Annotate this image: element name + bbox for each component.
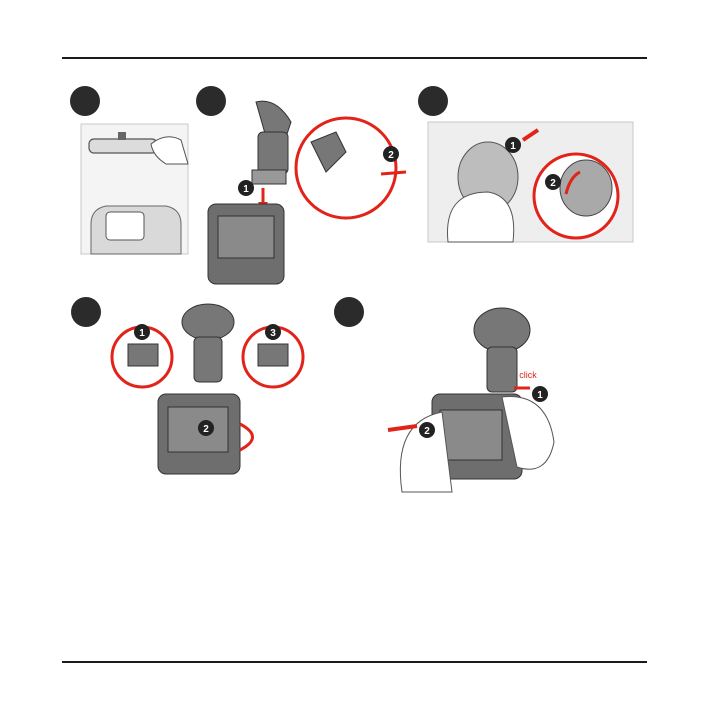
click-label: click: [519, 370, 537, 380]
callout-2-label: 2: [424, 426, 430, 437]
dashcam-screen: [440, 410, 502, 460]
suction-mount-illustration: [487, 347, 517, 392]
mirror-illustration: [89, 139, 157, 153]
dash-screen: [106, 212, 144, 240]
step-2-illustration: 1 2: [196, 92, 411, 282]
callout-2-label: 2: [550, 178, 556, 189]
callout-2-label: 2: [203, 424, 209, 435]
step-marker-3: [418, 86, 448, 116]
knob-detail-left: [128, 344, 158, 366]
dashcam-screen: [168, 407, 228, 452]
bottom-rule: [62, 661, 647, 663]
suction-cup: [182, 304, 234, 340]
step-marker-1: [70, 86, 100, 116]
rotate-arrow-icon: [240, 424, 253, 450]
zoom-circle: [296, 118, 396, 218]
knob-detail-right: [258, 344, 288, 366]
callout-1-label: 1: [139, 328, 145, 339]
suction-mount-illustration: [258, 132, 288, 174]
step-1-illustration: [81, 124, 188, 254]
mount-nut: [252, 170, 286, 184]
top-rule: [62, 57, 647, 59]
step-3-illustration: 1 2: [428, 122, 633, 242]
step-marker-5: [334, 297, 364, 327]
suction-cup: [474, 308, 530, 352]
callout-1-label: 1: [243, 184, 249, 195]
zoom-arrow-icon: [381, 172, 406, 174]
dashcam-screen: [218, 216, 274, 258]
step-5-illustration: click 1 2: [382, 302, 560, 492]
step-4-illustration: 1 3 2: [110, 302, 305, 482]
callout-2-label: 2: [388, 150, 394, 161]
suction-mount-illustration: [194, 337, 222, 382]
callout-1-label: 1: [510, 141, 516, 152]
mirror-mount: [118, 132, 126, 140]
callout-1-label: 1: [537, 390, 543, 401]
callout-3-label: 3: [270, 328, 276, 339]
step-marker-4: [71, 297, 101, 327]
